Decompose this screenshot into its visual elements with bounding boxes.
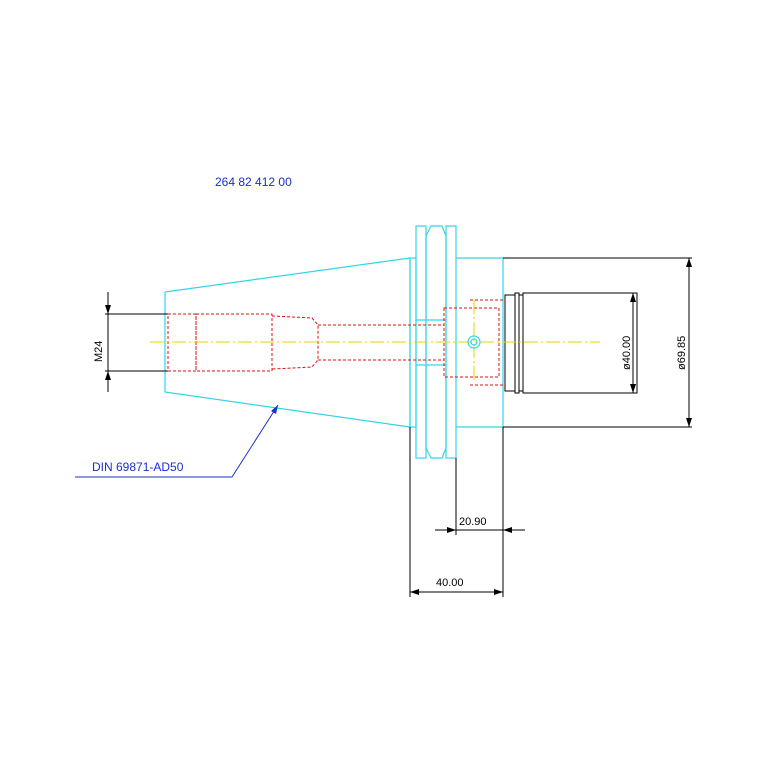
dimension-thread: M24 — [93, 292, 168, 392]
standard-label: DIN 69871-AD50 — [92, 460, 184, 474]
outer-diameter-label: ø69.85 — [676, 336, 688, 370]
bore-diameter-label: ø40.00 — [621, 336, 633, 370]
dimension-flange-offset: 20.90 — [435, 427, 525, 535]
flange-length-label: 40.00 — [436, 577, 464, 589]
nose-outline — [503, 257, 692, 428]
dimension-flange-length: 40.00 — [409, 427, 504, 597]
dimension-outer-diameter: ø69.85 — [676, 258, 692, 427]
part-number: 264 82 412 00 — [215, 175, 292, 189]
flange-offset-label: 20.90 — [459, 516, 487, 528]
centerline — [150, 300, 600, 380]
thread-label: M24 — [93, 341, 105, 362]
dimension-bore-diameter: ø40.00 — [621, 293, 636, 393]
coolant-hole-icon — [467, 335, 481, 349]
standard-leader — [75, 404, 279, 478]
